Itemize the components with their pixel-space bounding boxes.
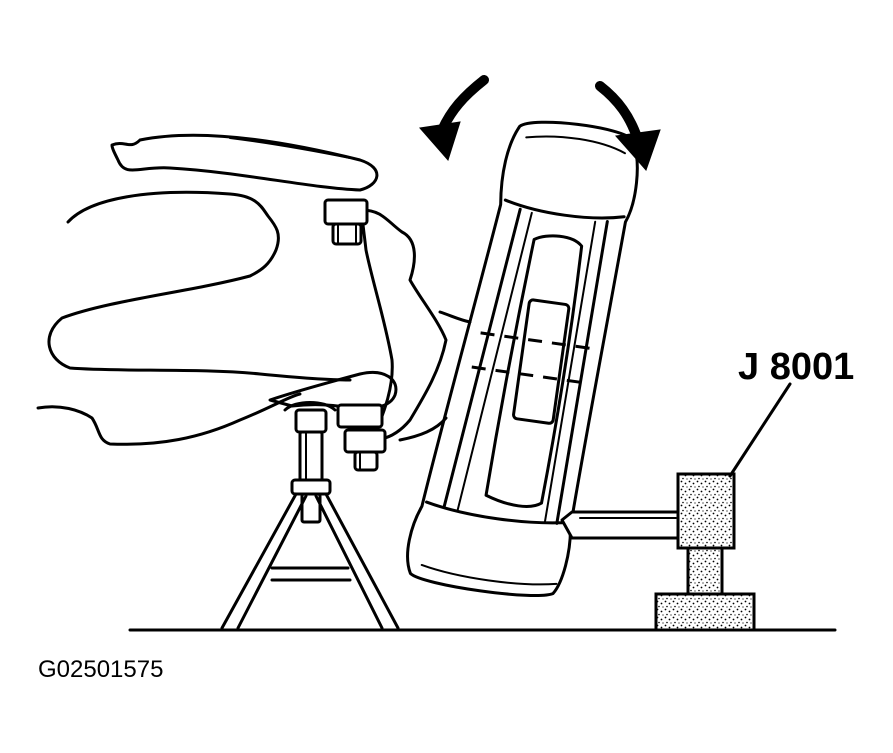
curved-arrow-icon [419,75,489,161]
steering-knuckle [360,208,448,442]
tire-and-wheel [406,120,639,597]
vehicle-frame [47,190,352,382]
upper-ball-joint-bolt [323,198,369,246]
curved-arrow-icon [595,81,661,171]
dial-indicator-j8001 [560,472,756,632]
figure-id: G02501575 [38,656,164,683]
knuckle-arm [438,310,472,324]
lower-body-contour [36,392,302,446]
upper-control-arm [110,133,379,192]
tool-label: J 8001 [738,346,855,388]
upper-arm-inner-edge [229,137,351,159]
tool-leader-line [728,382,792,478]
lower-ball-joint-bolt [336,403,387,472]
jack-stand [220,401,400,630]
